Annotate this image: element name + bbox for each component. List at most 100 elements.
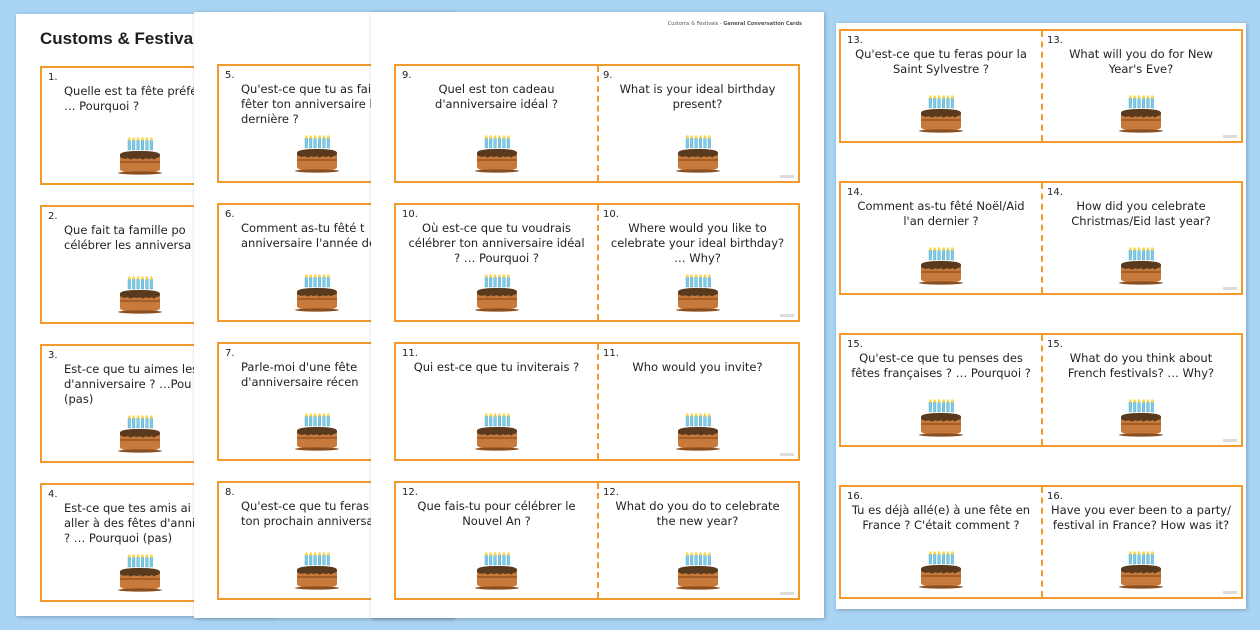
birthday-cake-icon	[295, 552, 339, 590]
card-question-line: d'anniversaire ? …Pou	[64, 377, 192, 391]
card-number: 12.	[402, 487, 418, 498]
card-question-line: anniversaire l'année der	[241, 236, 381, 250]
card-number: 11.	[603, 348, 619, 359]
card-french-side: 11.Qui est-ce que tu inviterais ?	[396, 344, 597, 459]
birthday-cake-icon	[919, 551, 963, 589]
card-number: 4.	[48, 489, 58, 500]
card-question-line: present?	[672, 97, 723, 111]
card-question-line: dernière ?	[241, 112, 299, 126]
birthday-cake-icon	[1119, 399, 1163, 437]
birthday-cake-icon	[675, 413, 720, 451]
card-question-line: Where would you like to	[628, 221, 767, 235]
birthday-cake-icon	[919, 95, 963, 133]
birthday-cake-icon	[1119, 95, 1163, 133]
card-question-line: aller à des fêtes d'annive	[64, 516, 210, 530]
header-title: General Conversation Cards	[723, 21, 802, 27]
card-question-line: Tu es déjà allé(e) à une fête en	[851, 503, 1031, 517]
birthday-cake-icon	[1119, 551, 1163, 589]
birthday-cake-icon	[1119, 247, 1163, 285]
card-number: 2.	[48, 211, 58, 222]
card-question-line: Que fais-tu pour célébrer le	[417, 499, 576, 513]
card-number: 1.	[48, 72, 58, 83]
card-question-line: célébrer ton anniversaire idéal	[408, 236, 585, 250]
card-question-line: Qu'est-ce que tu penses des	[859, 351, 1023, 365]
card-question-line: Que fait ta famille po	[64, 223, 186, 237]
card-number: 6.	[225, 209, 235, 220]
conversation-card[interactable]: 11.Qui est-ce que tu inviterais ? 11. Who …	[394, 342, 800, 461]
card-question-line: Est-ce que tes amis ai	[64, 501, 191, 515]
birthday-cake-icon	[474, 413, 519, 451]
card-footer-mark	[780, 592, 794, 595]
card-question-line: Qui est-ce que tu inviterais ?	[413, 360, 580, 374]
card-question-line: … Why?	[674, 251, 721, 265]
birthday-cake-icon	[295, 274, 339, 312]
card-number: 10.	[402, 209, 418, 220]
card-question-line: d'anniversaire récen	[241, 375, 359, 389]
card-question-line: célébrer les anniversa	[64, 238, 192, 252]
card-question-line: How did you celebrate	[1076, 199, 1206, 213]
card-question-line: Quelle est ta fête préfé	[64, 84, 198, 98]
card-number: 3.	[48, 350, 58, 361]
card-number: 15.	[1047, 339, 1063, 350]
card-question-line: Comment as-tu fêté t	[241, 221, 365, 235]
card-number: 9.	[603, 70, 613, 81]
card-question-line: Qu'est-ce que tu feras pour la	[855, 47, 1027, 61]
birthday-cake-icon	[675, 552, 720, 590]
birthday-cake-icon	[118, 137, 162, 175]
card-question-line: Who would you invite?	[632, 360, 763, 374]
birthday-cake-icon	[118, 276, 162, 314]
card-question-line: Comment as-tu fêté Noël/Aid	[857, 199, 1025, 213]
page-header: Customs & Festivals - General Conversati…	[668, 21, 802, 27]
card-number: 9.	[402, 70, 412, 81]
card-number: 14.	[847, 187, 863, 198]
card-number: 15.	[847, 339, 863, 350]
birthday-cake-icon	[675, 274, 720, 312]
card-question-line: Nouvel An ?	[462, 514, 531, 528]
card-question: Have you ever been to a party/festival i…	[1047, 503, 1235, 533]
conversation-card[interactable]: 1.Quelle est ta fête préfé… Pourquoi ?	[40, 66, 276, 185]
birthday-cake-icon	[295, 135, 339, 173]
card-question: Quelle est ta fête préfé… Pourquoi ?	[48, 84, 276, 114]
card-question-line: fêtes françaises ? … Pourquoi ?	[851, 366, 1031, 380]
card-question-line: What do you think about	[1069, 351, 1213, 365]
card-question: Qui est-ce que tu inviterais ?	[402, 360, 591, 375]
card-question-line: … Pourquoi ?	[64, 99, 140, 113]
birthday-cake-icon	[295, 413, 339, 451]
card-question-line: Have you ever been to a party/	[1051, 503, 1231, 517]
card-french-side: 1.Quelle est ta fête préfé… Pourquoi ?	[42, 68, 276, 183]
birthday-cake-icon	[474, 135, 519, 173]
card-question-line: festival in France? How was it?	[1052, 518, 1230, 532]
